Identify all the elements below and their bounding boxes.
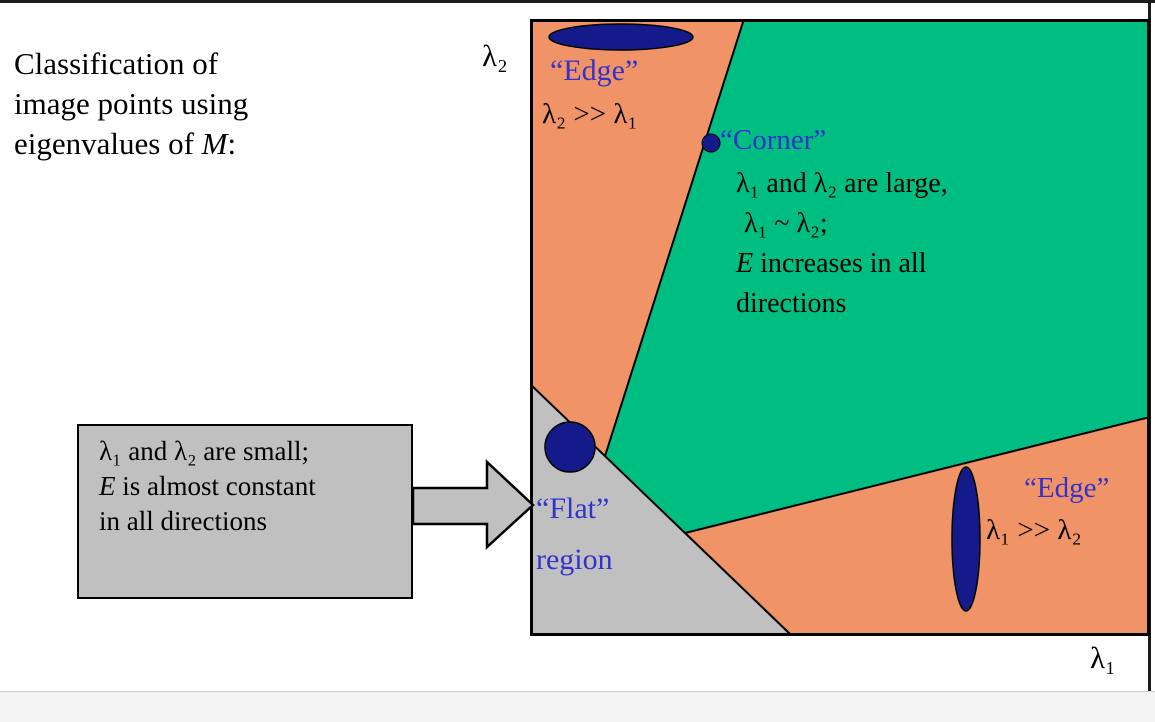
callout-E: E: [99, 471, 116, 501]
diagram-border: [530, 19, 1150, 636]
corner-desc-line-1: λ₁ and λ₂ are large,: [736, 168, 948, 199]
corner-desc-line-4: directions: [736, 288, 847, 319]
eigenvalue-diagram: [530, 19, 1150, 636]
page-title: Classification of image points using eig…: [14, 44, 248, 164]
corner-desc-line-2: λ₁ ~ λ₂;: [744, 208, 828, 239]
axis-label-lambda1: λ₁: [1090, 640, 1116, 675]
callout-line-1: λ₁ and λ₂ are small;: [99, 436, 309, 466]
callout-line-2-rest: is almost constant: [115, 471, 316, 501]
flat-region-label: “Flat” region: [536, 483, 613, 585]
edge-top-region-label: “Edge”: [550, 54, 639, 87]
corner-desc-E: E: [736, 248, 754, 279]
edge-bottom-ellipse: [951, 466, 981, 612]
title-line-1: Classification of: [14, 46, 219, 81]
axis-label-lambda2: λ₂: [482, 38, 508, 73]
callout-line-3: in all directions: [99, 506, 267, 536]
edge-bottom-region-label: “Edge”: [1024, 472, 1110, 504]
callout-arrow: [411, 459, 535, 550]
flat-label-line-1: “Flat”: [536, 492, 610, 525]
edge-bottom-condition: λ₁ >> λ₂: [986, 514, 1082, 546]
flat-label-line-2: region: [536, 543, 613, 576]
app-bottom-strip: [0, 691, 1155, 722]
title-line-2: image points using: [14, 86, 249, 121]
title-line-3-prefix: eigenvalues of: [14, 126, 202, 161]
title-matrix-M: M: [201, 126, 228, 161]
flat-callout-box: λ₁ and λ₂ are small; E is almost constan…: [77, 424, 413, 599]
callout-arrow-shape: [411, 459, 535, 550]
title-line-3-suffix: :: [227, 126, 237, 161]
flat-blob: [544, 421, 596, 473]
corner-desc-line-3: E increases in all: [736, 244, 948, 284]
edge-top-ellipse: [548, 23, 694, 51]
edge-top-condition: λ₂ >> λ₁: [542, 98, 638, 130]
callout-line-2: E is almost constant: [99, 469, 411, 504]
corner-region-description: λ₁ and λ₂ are large, λ₁ ~ λ₂; E increase…: [736, 164, 948, 324]
corner-region-label: “Corner”: [720, 124, 827, 156]
slide-top-border: [0, 0, 1155, 3]
corner-dot: [701, 133, 721, 153]
title-line-3: eigenvalues of M:: [14, 124, 248, 164]
corner-desc-line-3-rest: increases in all: [753, 248, 927, 279]
